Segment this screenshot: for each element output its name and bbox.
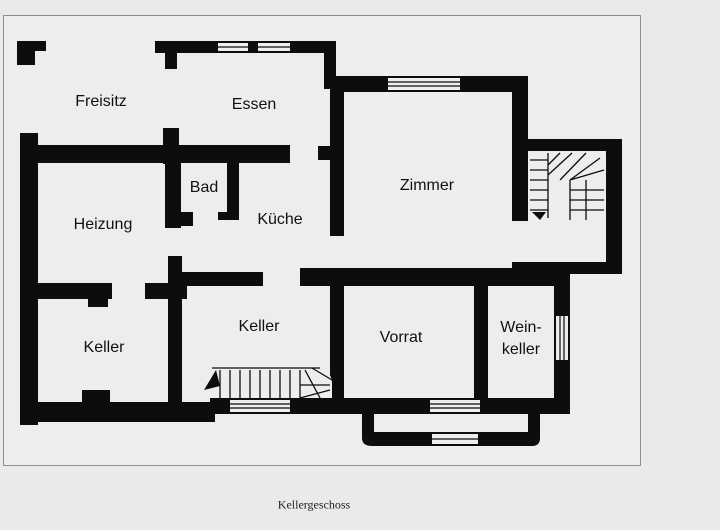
room-label-kueche: Küche xyxy=(257,211,303,228)
wall-essen-left-stub xyxy=(165,41,177,69)
window-keller xyxy=(230,400,290,412)
staircase-keller xyxy=(204,367,333,399)
wall-stair-right xyxy=(606,139,622,273)
stair-arrow-icon xyxy=(532,212,546,220)
staircase-right xyxy=(528,151,606,221)
room-label-essen: Essen xyxy=(231,96,277,113)
wall-keller-middle xyxy=(168,256,182,406)
window-lines xyxy=(218,46,565,440)
room-label-vorrat: Vorrat xyxy=(379,329,423,346)
wall-zimmer-left xyxy=(330,76,344,236)
room-label-weinkeller-1: Wein- xyxy=(500,319,542,336)
room-label-freisitz: Freisitz xyxy=(75,93,127,110)
corner-mark xyxy=(17,41,46,65)
room-label-zimmer: Zimmer xyxy=(399,177,455,194)
wall-bad-bottom-right xyxy=(218,212,239,220)
wall-left-outer xyxy=(20,133,38,425)
wall-heizung-top xyxy=(20,145,290,163)
room-label-keller-center: Keller xyxy=(238,318,280,335)
wall-bad-right xyxy=(227,160,239,218)
window-weinkeller xyxy=(556,316,568,360)
room-label-heizung: Heizung xyxy=(73,216,133,233)
wall-zimmer-notch xyxy=(318,146,334,160)
wall-main-divider xyxy=(300,268,570,286)
wall-bottom-stub xyxy=(82,390,110,406)
room-label-keller-left: Keller xyxy=(83,339,125,356)
wall-heizung-stub xyxy=(88,283,108,307)
bay-window-bottom xyxy=(362,412,540,446)
stair-arrow-icon xyxy=(204,370,220,390)
wall-vorrat-right xyxy=(474,268,488,408)
room-label-weinkeller-2: keller xyxy=(501,341,541,358)
wall-stair-top xyxy=(512,139,622,151)
wall-vorrat-left xyxy=(330,268,344,408)
wall-bottom-left xyxy=(20,402,215,422)
wall-bad-bottom-left xyxy=(165,212,193,226)
wall-keller-top xyxy=(168,272,263,286)
room-label-bad: Bad xyxy=(189,179,219,196)
wall-bad-left xyxy=(165,145,181,228)
window-vorrat xyxy=(430,400,480,412)
window-zimmer xyxy=(388,78,460,90)
plan-caption: Kellergeschoss xyxy=(277,497,351,512)
